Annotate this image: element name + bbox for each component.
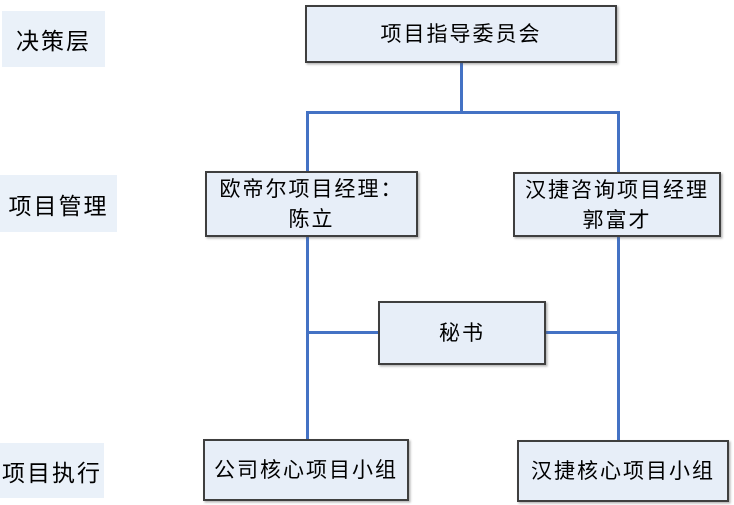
node-secretary: 秘书: [378, 301, 546, 365]
node-text-line: 郭富才: [582, 207, 652, 232]
row-label-decision-layer: 决策层: [2, 11, 105, 67]
connector-right-manager-up: [617, 111, 620, 172]
connector-left-manager-down: [306, 237, 309, 439]
node-text-line: 汉捷核心项目小组: [531, 459, 715, 483]
connector-secretary-right: [546, 331, 617, 334]
connector-horizontal-branch: [306, 111, 620, 114]
row-label-project-management: 项目管理: [0, 175, 117, 232]
row-label-text: 决策层: [16, 29, 91, 54]
node-text-line: 汉捷咨询项目经理: [525, 177, 709, 202]
node-text-line: 欧帝尔项目经理：: [219, 177, 404, 201]
connector-steering-drop: [460, 62, 463, 114]
node-text-line: 秘书: [439, 321, 485, 345]
row-label-text: 项目管理: [8, 193, 109, 219]
node-hanjie-core-project-team: 汉捷核心项目小组: [517, 440, 729, 502]
node-company-core-project-team: 公司核心项目小组: [203, 439, 409, 501]
node-text-line: 项目指导委员会: [380, 22, 542, 46]
connector-secretary-left: [307, 331, 378, 334]
row-label-project-execution: 项目执行: [0, 443, 104, 498]
connector-left-manager-up: [306, 111, 309, 171]
node-oudier-project-manager: 欧帝尔项目经理： 陈立: [205, 171, 418, 237]
row-label-text: 项目执行: [2, 460, 102, 486]
connector-right-manager-down: [617, 237, 620, 440]
node-text-line: 陈立: [288, 207, 335, 231]
node-steering-committee: 项目指导委员会: [305, 5, 617, 63]
node-hanjie-consulting-project-manager: 汉捷咨询项目经理 郭富才: [513, 172, 721, 237]
node-text-line: 公司核心项目小组: [214, 458, 398, 482]
